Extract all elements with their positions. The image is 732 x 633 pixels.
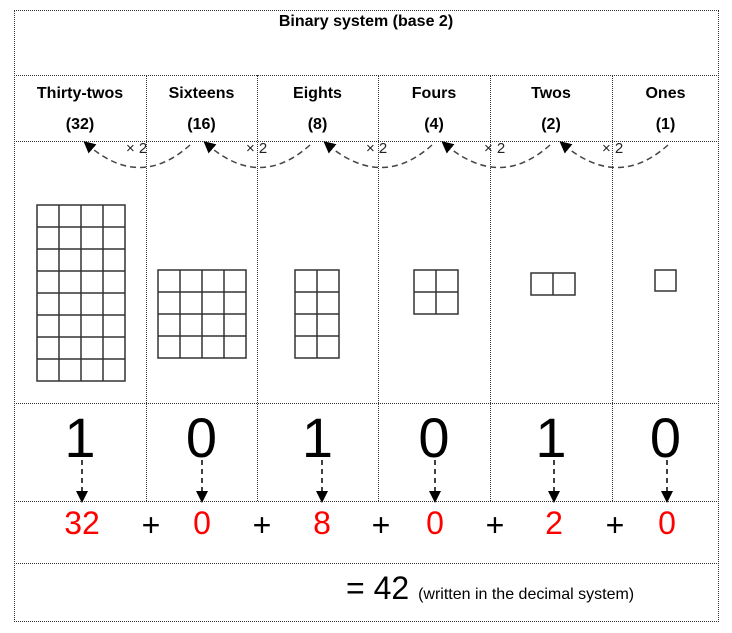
column-value: (1) (655, 116, 676, 133)
divider (14, 141, 719, 142)
value-grids (36, 204, 677, 382)
multiply-arrows (83, 141, 669, 169)
equals-sign: = (346, 570, 365, 606)
column-value: (32) (65, 116, 95, 133)
column-header-twos: Twos (2) (490, 78, 612, 140)
column-name: Fours (411, 85, 457, 102)
contribution-value: 0 (193, 505, 211, 541)
result-value: 42 (373, 570, 410, 606)
column-divider (257, 75, 258, 501)
column-header-fours: Fours (4) (378, 78, 490, 140)
contribution-value: 0 (426, 505, 444, 541)
binary-digit: 0 (418, 406, 450, 469)
binary-digit: 0 (185, 406, 218, 469)
column-divider (612, 75, 613, 501)
column-header-thirty-twos: Thirty-twos (32) (14, 78, 146, 140)
plus-sign: + (141, 507, 161, 543)
column-name: Twos (531, 85, 571, 102)
svg-text:× 2: × 2 (602, 140, 623, 157)
column-divider (490, 75, 491, 501)
svg-text:× 2: × 2 (366, 140, 387, 157)
contribution-value: 2 (545, 505, 563, 541)
column-value: (2) (541, 116, 561, 133)
binary-digit: 1 (535, 406, 567, 469)
column-divider (378, 75, 379, 501)
decimal-result: = 42 (written in the decimal system) (346, 570, 634, 613)
column-value: (4) (424, 116, 444, 133)
column-header-ones: Ones (1) (612, 78, 719, 140)
digit-arrows (76, 460, 673, 503)
plus-sign: + (485, 507, 505, 543)
plus-sign: + (605, 507, 625, 543)
column-value: (8) (307, 116, 328, 133)
binary-digit: 1 (301, 406, 334, 469)
column-name: Sixteens (168, 85, 235, 102)
result-note: (written in the decimal system) (418, 586, 635, 603)
contribution-value: 8 (313, 505, 331, 541)
divider (14, 403, 719, 404)
column-header-eights: Eights (8) (257, 78, 378, 140)
contribution-value: 32 (64, 505, 100, 541)
binary-digit: 0 (649, 406, 682, 469)
svg-text:× 2: × 2 (484, 140, 505, 157)
divider (14, 501, 719, 502)
contribution-value: 0 (658, 505, 676, 541)
svg-text:× 2: × 2 (126, 140, 147, 157)
column-name: Thirty-twos (36, 85, 124, 102)
column-name: Eights (293, 85, 342, 102)
diagram-frame (14, 10, 719, 622)
divider (14, 563, 719, 564)
column-divider (146, 75, 147, 501)
column-name: Ones (645, 85, 686, 102)
binary-digit: 1 (64, 406, 96, 469)
column-header-sixteens: Sixteens (16) (146, 78, 257, 140)
svg-text:× 2: × 2 (246, 140, 267, 157)
divider (14, 75, 719, 76)
column-value: (16) (187, 116, 216, 133)
multiplier-labels: × 2 × 2 × 2 × 2 × 2 (126, 140, 623, 157)
plus-sign: + (252, 507, 272, 543)
plus-sign: + (371, 507, 391, 543)
diagram-title: Binary system (base 2) (278, 13, 454, 30)
